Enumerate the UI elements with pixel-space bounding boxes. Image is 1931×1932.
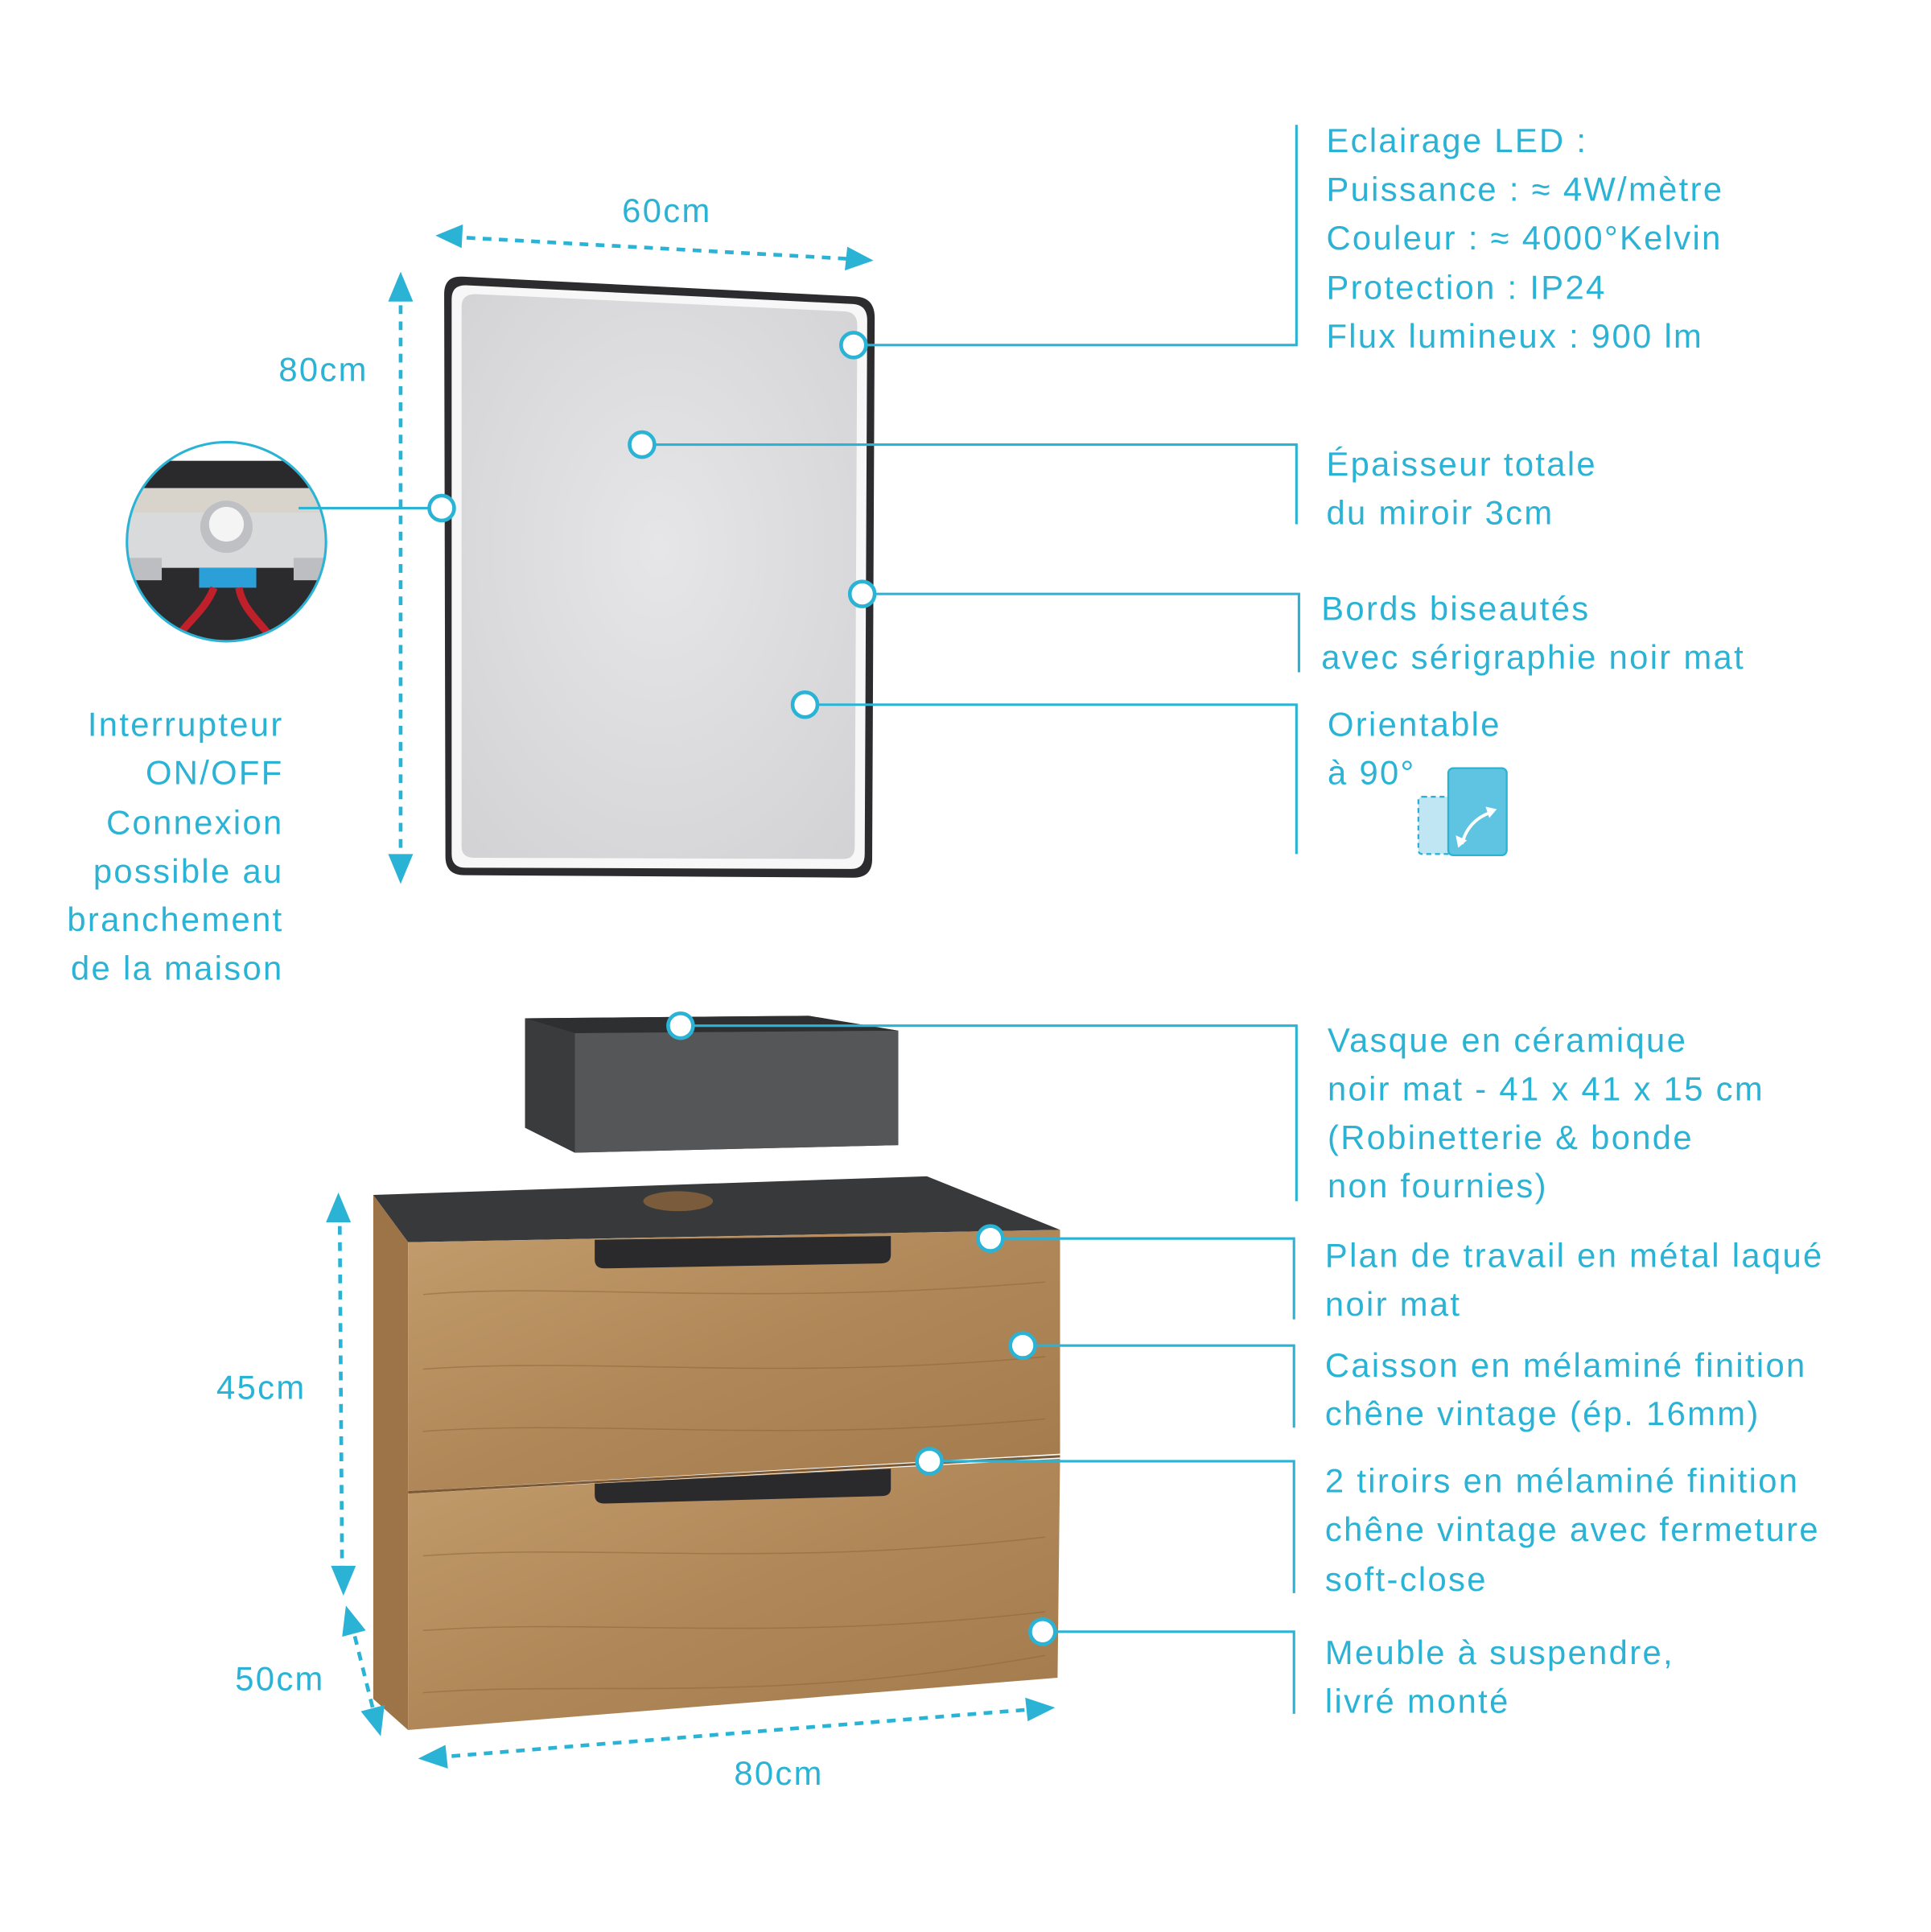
- switch-marker: [427, 493, 456, 523]
- callout-line: livré monté: [1325, 1682, 1510, 1720]
- switch-note-line: ON/OFF: [146, 754, 284, 792]
- rotate-90-icon: [1417, 767, 1508, 857]
- mirror-height-arrow: [388, 271, 414, 884]
- switch-note-line: possible au: [93, 852, 284, 890]
- callout-carcass: Caisson en mélaminé finition chêne vinta…: [1325, 1346, 1807, 1432]
- switch-note-line: Interrupteur: [88, 705, 284, 743]
- callout-line: Meuble à suspendre,: [1325, 1633, 1674, 1671]
- callout-line: Flux lumineux : 900 lm: [1326, 317, 1703, 355]
- cabinet-height-label: 45cm: [216, 1369, 306, 1407]
- cabinet-depth-label: 50cm: [235, 1660, 324, 1698]
- callout-line: non fournies): [1328, 1167, 1548, 1205]
- callout-drawers: 2 tiroirs en mélaminé finition chêne vin…: [1325, 1462, 1820, 1598]
- cabinet-width-arrow: [418, 1697, 1056, 1769]
- callout-line: Épaisseur totale: [1326, 445, 1597, 483]
- ceramic-basin: [525, 1015, 899, 1153]
- switch-detail-image: [126, 440, 327, 643]
- switch-note-line: branchement: [67, 900, 283, 938]
- callout-line: Bords biseautés: [1321, 590, 1590, 628]
- callout-line: chêne vintage avec fermeture: [1325, 1510, 1820, 1548]
- callout-edges: Bords biseautés avec sérigraphie noir ma…: [1321, 590, 1745, 676]
- callout-line: du miroir 3cm: [1326, 494, 1554, 532]
- switch-note: Interrupteur ON/OFF Connexion possible a…: [67, 705, 284, 987]
- callout-line: Caisson en mélaminé finition: [1325, 1346, 1807, 1384]
- callout-line: avec sérigraphie noir mat: [1321, 638, 1745, 676]
- callout-wall-hung: Meuble à suspendre, livré monté: [1325, 1633, 1674, 1720]
- mirror-width-label: 60cm: [622, 192, 711, 229]
- callout-line: Plan de travail en métal laqué: [1325, 1237, 1824, 1275]
- callout-led: Eclairage LED : Puissance : ≈ 4W/mètre C…: [1326, 122, 1723, 355]
- callout-orientable: Orientable à 90°: [1328, 705, 1501, 792]
- drawer-handle-bottom: [595, 1469, 891, 1504]
- drawer-handle-top: [595, 1236, 891, 1269]
- led-mirror: [444, 276, 875, 878]
- callout-line: 2 tiroirs en mélaminé finition: [1325, 1462, 1799, 1500]
- switch-note-line: de la maison: [71, 950, 284, 987]
- callout-line: Protection : IP24: [1326, 269, 1606, 307]
- callout-worktop: Plan de travail en métal laqué noir mat: [1325, 1237, 1824, 1323]
- callout-line: Vasque en céramique: [1328, 1021, 1687, 1059]
- callout-line: soft-close: [1325, 1560, 1488, 1598]
- callout-line: Puissance : ≈ 4W/mètre: [1326, 170, 1723, 208]
- callout-markers: [628, 331, 1057, 1646]
- mirror-width-arrow: [435, 224, 874, 271]
- callout-line: Eclairage LED :: [1326, 122, 1587, 159]
- cabinet-height-arrow: [326, 1192, 356, 1596]
- callout-line: chêne vintage (ép. 16mm): [1325, 1394, 1760, 1432]
- callout-line: noir mat: [1325, 1285, 1461, 1323]
- vanity-cabinet: [373, 1176, 1060, 1730]
- callout-basin: Vasque en céramique noir mat - 41 x 41 x…: [1328, 1021, 1764, 1205]
- mirror-height-label: 80cm: [278, 351, 368, 389]
- callout-line: à 90°: [1328, 754, 1416, 792]
- cabinet-width-label: 80cm: [734, 1754, 823, 1792]
- callout-lines: [641, 125, 1300, 1714]
- switch-note-line: Connexion: [106, 804, 284, 842]
- callout-line: noir mat - 41 x 41 x 15 cm: [1328, 1070, 1764, 1108]
- callout-line: Orientable: [1328, 705, 1501, 743]
- callout-line: (Robinetterie & bonde: [1328, 1118, 1694, 1156]
- callout-thickness: Épaisseur totale du miroir 3cm: [1326, 445, 1597, 532]
- cabinet-depth-arrow: [342, 1605, 385, 1736]
- callout-line: Couleur : ≈ 4000°Kelvin: [1326, 219, 1722, 257]
